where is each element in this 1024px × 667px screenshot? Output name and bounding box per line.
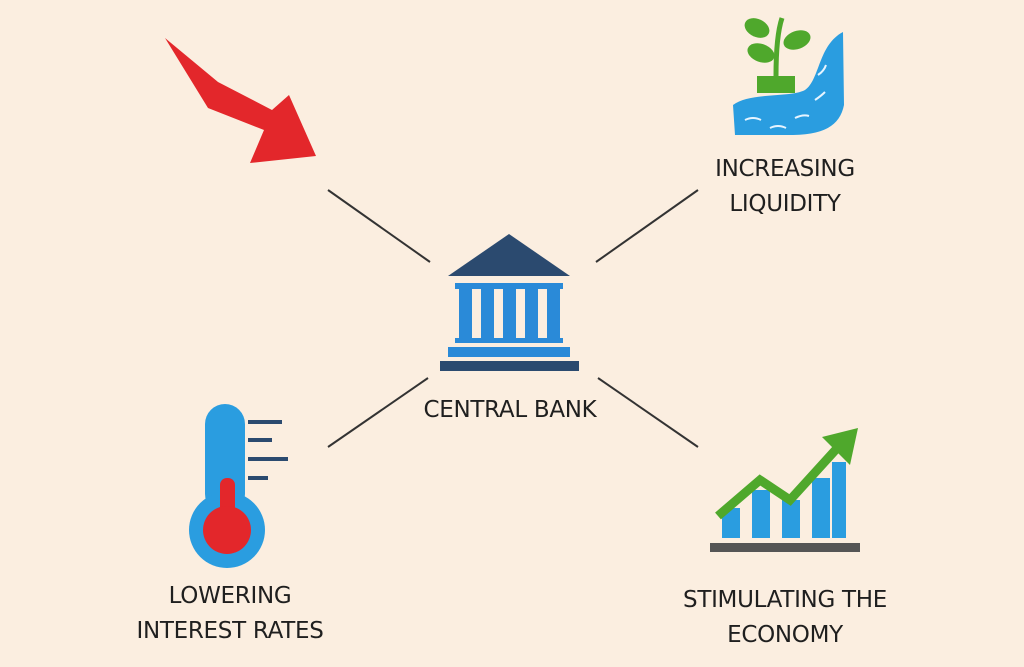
connector-interest [327, 377, 429, 448]
node-increasing-liquidity: INCREASING LIQUIDITY [640, 152, 930, 222]
growth-chart-icon [710, 428, 860, 552]
bank-icon [440, 234, 579, 371]
connector-economy [597, 377, 699, 448]
node-label-line2: LIQUIDITY [729, 191, 841, 217]
node-stimulating-economy: STIMULATING THE ECONOMY [630, 583, 940, 653]
node-label-line1: LOWERING [168, 583, 292, 609]
plant-water-icon [733, 17, 844, 135]
node-label-line1: STIMULATING THE [683, 587, 887, 613]
node-lowering-interest-rates: LOWERING INTEREST RATES [90, 579, 370, 649]
connectors [327, 189, 699, 448]
node-label-line2: ECONOMY [727, 622, 843, 648]
thermometer-icon [189, 404, 288, 568]
node-label-line1: INCREASING [715, 156, 855, 182]
center-label: CENTRAL BANK [423, 397, 597, 423]
connector-arrow [327, 189, 431, 263]
connector-liquidity [595, 189, 699, 263]
node-label-line2: INTEREST RATES [136, 618, 324, 644]
down-arrow-icon [165, 38, 316, 163]
